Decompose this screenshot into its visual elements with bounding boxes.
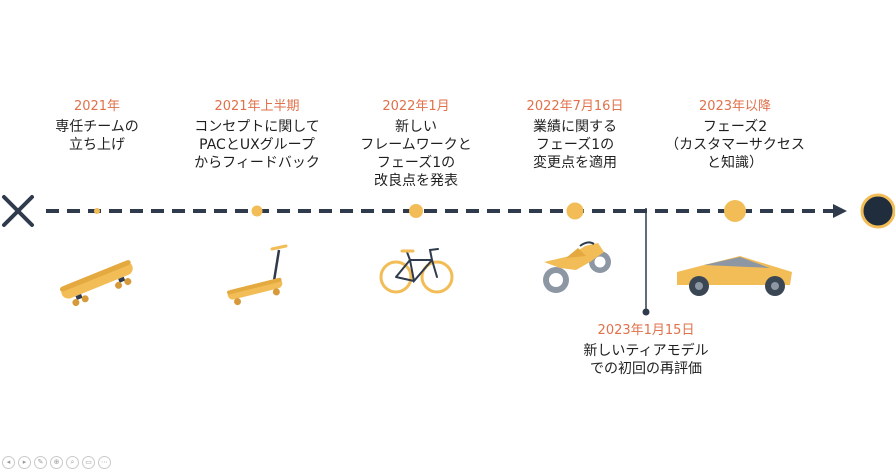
end-circle-icon bbox=[860, 193, 895, 229]
pen-icon[interactable]: ✎ bbox=[34, 456, 47, 469]
desc-line: と知識） bbox=[707, 155, 763, 171]
more-icon[interactable]: ⋯ bbox=[98, 456, 111, 469]
milestone-date: 2022年7月16日 bbox=[526, 99, 624, 114]
milestone-dot bbox=[409, 204, 423, 218]
desc-line: （カスタマーサクセス bbox=[665, 137, 805, 153]
desc-line: フェーズ2 bbox=[702, 119, 768, 135]
truck-icon bbox=[677, 256, 792, 296]
back-icon[interactable]: ◂ bbox=[2, 456, 15, 469]
milestone-5: 2023年以降 フェーズ2 （カスタマーサクセス と知識） bbox=[655, 98, 815, 172]
desc-line: からフィードバック bbox=[194, 155, 320, 171]
desc-line: コンセプトに関して bbox=[194, 119, 320, 135]
desc-line: 立ち上げ bbox=[69, 137, 125, 153]
milestone-desc: フェーズ2 （カスタマーサクセス と知識） bbox=[655, 118, 815, 172]
scooter-icon bbox=[227, 244, 288, 306]
milestone-dot bbox=[94, 208, 100, 214]
event-below: 2023年1月15日 新しいティアモデル での初回の再評価 bbox=[566, 322, 726, 378]
milestone-2: 2021年上半期 コンセプトに関して PACとUXグループ からフィードバック bbox=[177, 98, 337, 172]
desc-line: 改良点を発表 bbox=[374, 173, 458, 189]
event-desc: 新しいティアモデル での初回の再評価 bbox=[566, 342, 726, 378]
desc-line: 変更点を適用 bbox=[533, 155, 617, 171]
milestone-1: 2021年 専任チームの 立ち上げ bbox=[17, 98, 177, 154]
milestone-date: 2023年以降 bbox=[698, 99, 772, 114]
desc-line: フェーズ1の bbox=[376, 155, 456, 171]
arrow-head-icon bbox=[833, 204, 847, 218]
milestone-date: 2022年1月 bbox=[382, 99, 450, 114]
milestone-date: 2021年 bbox=[73, 99, 121, 114]
search-icon[interactable]: ⌕ bbox=[66, 456, 79, 469]
milestone-desc: 専任チームの 立ち上げ bbox=[17, 118, 177, 154]
desc-line: PACとUXグループ bbox=[199, 137, 315, 153]
screen-icon[interactable]: ▭ bbox=[82, 456, 95, 469]
milestone-3: 2022年1月 新しい フレームワークと フェーズ1の 改良点を発表 bbox=[336, 98, 496, 190]
milestone-date: 2021年上半期 bbox=[214, 99, 300, 114]
milestone-desc: コンセプトに関して PACとUXグループ からフィードバック bbox=[177, 118, 337, 172]
milestone-dot bbox=[724, 200, 746, 222]
desc-line: フェーズ1の bbox=[535, 137, 615, 153]
event-pin-dot bbox=[642, 308, 650, 316]
desc-line: 新しいティアモデル bbox=[583, 343, 709, 359]
milestone-dot bbox=[251, 205, 263, 217]
desc-line: フレームワークと bbox=[360, 137, 472, 153]
desc-line: 新しい bbox=[395, 119, 437, 135]
zoom-icon[interactable]: ⊕ bbox=[50, 456, 63, 469]
forward-icon[interactable]: ▸ bbox=[18, 456, 31, 469]
desc-line: 業績に関する bbox=[533, 119, 617, 135]
desc-line: での初回の再評価 bbox=[590, 361, 702, 377]
slide-toolbar: ◂ ▸ ✎ ⊕ ⌕ ▭ ⋯ bbox=[2, 456, 111, 469]
milestone-4: 2022年7月16日 業績に関する フェーズ1の 変更点を適用 bbox=[495, 98, 655, 172]
milestone-desc: 業績に関する フェーズ1の 変更点を適用 bbox=[495, 118, 655, 172]
desc-line: 専任チームの bbox=[55, 119, 139, 135]
start-x-icon bbox=[2, 195, 34, 227]
skateboard-icon bbox=[59, 260, 133, 307]
milestone-desc: 新しい フレームワークと フェーズ1の 改良点を発表 bbox=[336, 118, 496, 190]
motorcycle-icon bbox=[543, 241, 611, 293]
milestone-dot bbox=[566, 202, 584, 220]
bicycle-icon bbox=[379, 248, 454, 294]
event-date: 2023年1月15日 bbox=[597, 323, 695, 338]
